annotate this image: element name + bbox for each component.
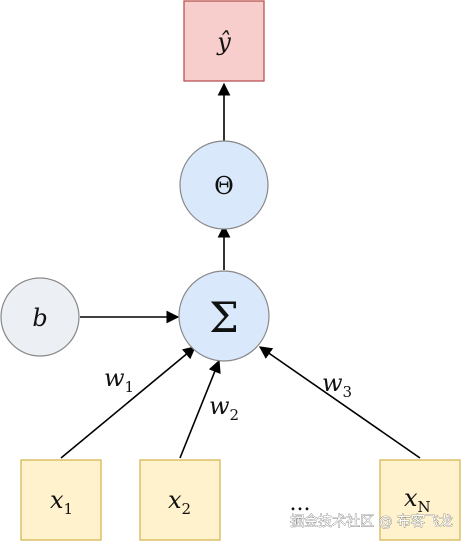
edges bbox=[60, 82, 421, 459]
bias-label: b bbox=[32, 304, 47, 332]
input-label-x1: x1 bbox=[50, 486, 73, 518]
input-label-xn: xN bbox=[404, 484, 431, 516]
weight-label-3: w3 bbox=[322, 369, 352, 401]
input-node-x1 bbox=[20, 459, 102, 541]
output-node bbox=[183, 0, 265, 82]
input-node-x2 bbox=[139, 459, 221, 541]
input-ellipsis: ... bbox=[290, 491, 311, 516]
edge-x2-to-sum bbox=[179, 359, 221, 459]
watermark-text: 掘金技术社区 @ 布客飞龙 bbox=[290, 513, 453, 530]
weight-label-2: w2 bbox=[209, 392, 239, 424]
activation-label: Θ bbox=[214, 172, 234, 200]
sum-node bbox=[178, 270, 270, 362]
output-label: ŷ bbox=[216, 28, 231, 56]
activation-node bbox=[179, 140, 269, 230]
input-label-x2: x2 bbox=[168, 486, 191, 518]
bias-node bbox=[0, 277, 80, 357]
weight-label-1: w1 bbox=[104, 364, 134, 396]
input-node-xn bbox=[379, 459, 461, 541]
sum-label: Σ bbox=[209, 293, 239, 342]
edge-x1-to-sum bbox=[60, 346, 196, 459]
edge-xn-to-sum bbox=[258, 346, 421, 459]
